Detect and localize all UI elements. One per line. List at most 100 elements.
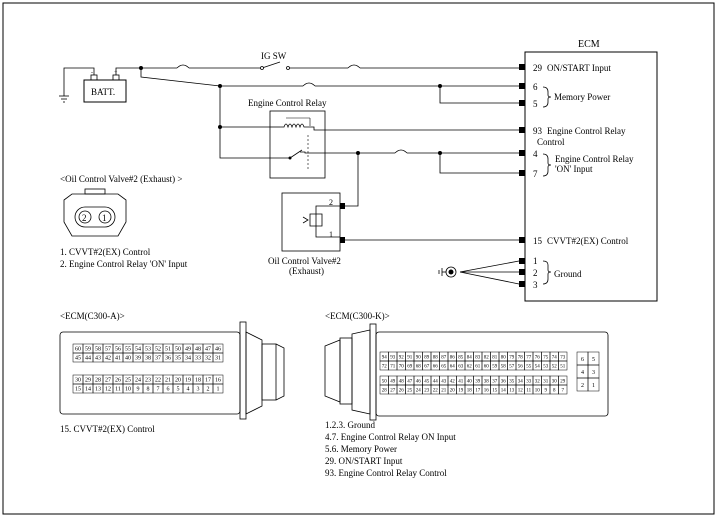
ecm-a-legend-1: 15. CVVT#2(EX) Control	[60, 424, 155, 434]
ecm-k-pin-64: 64	[450, 365, 456, 370]
ecm-k-pin-69: 69	[407, 365, 413, 370]
ecm-a-pin-32: 32	[205, 356, 211, 362]
ecm-a-pin-50: 50	[175, 347, 181, 353]
memory-power-brace	[542, 86, 552, 108]
ecm-pin-2-num: 2	[533, 268, 538, 278]
ecm-k-pin-63: 63	[458, 365, 464, 370]
ecm-k-pin-41: 41	[458, 380, 464, 385]
relay-on-input-label-1: Engine Control Relay	[555, 154, 634, 164]
ecm-k-pin-42: 42	[450, 380, 456, 385]
ecm-k-side-pin-3: 3	[592, 370, 595, 376]
ecm-k-pin-86: 86	[450, 356, 456, 361]
ecm-k-pin-32: 32	[535, 380, 541, 385]
ecm-k-pin-77: 77	[526, 356, 532, 361]
ecm-pin-1-num: 1	[533, 256, 538, 266]
ecm-k-pin-22: 22	[433, 389, 439, 394]
ecm-k-pin-87: 87	[441, 356, 447, 361]
ecm-k-pin-91: 91	[407, 356, 413, 361]
ecm-a-pin-57: 57	[105, 347, 111, 353]
ecm-a-pin-48: 48	[195, 347, 201, 353]
ecm-a-pin-18: 18	[195, 378, 201, 384]
ecm-k-pin-76: 76	[535, 356, 541, 361]
ecm-k-legend-2: 4.7. Engine Control Relay ON Input	[325, 432, 456, 442]
ecm-a-pin-42: 42	[105, 356, 111, 362]
ecm-k-legend-3: 5.6. Memory Power	[325, 444, 397, 454]
ecm-k-pin-71: 71	[390, 365, 396, 370]
ecm-k-pin-73: 73	[560, 356, 566, 361]
ecm-k-pin-56: 56	[518, 365, 524, 370]
ecm-a-pin-11: 11	[115, 387, 121, 393]
ecm-title: ECM	[578, 39, 600, 50]
ecm-pin-3-num: 3	[533, 280, 538, 290]
ecm-pin-29-num: 29	[533, 63, 543, 73]
ecm-pin-15-label: CVVT#2(EX) Control	[547, 236, 629, 246]
ecm-a-title: <ECM(C300-A)>	[60, 311, 125, 321]
ecm-k-title: <ECM(C300-K)>	[325, 311, 390, 321]
ecm-k-pin-21: 21	[441, 389, 447, 394]
ecm-k-connector	[375, 331, 609, 417]
ecm-a-pin-14: 14	[85, 387, 91, 393]
ecm-a-pin-23: 23	[145, 378, 151, 384]
ecm-a-pin-25: 25	[125, 378, 131, 384]
ecm-k-pin-72: 72	[382, 365, 388, 370]
relay-on-input-label-2: 'ON' Input	[555, 164, 593, 174]
ecm-k-pin-20: 20	[450, 389, 456, 394]
ecm-a-pin-4: 4	[187, 387, 190, 393]
ecm-k-pin-80: 80	[501, 356, 507, 361]
relay-coil	[280, 123, 325, 131]
ecm-pin-5-num: 5	[533, 99, 538, 109]
ground-label: Ground	[554, 269, 582, 279]
ocv-legend-1: 1. CVVT#2(EX) Control	[60, 247, 151, 257]
ecm-a-pin-33: 33	[195, 356, 201, 362]
ecm-k-pin-37: 37	[492, 380, 498, 385]
ecm-k-pin-38: 38	[484, 380, 490, 385]
ecm-k-pin-16: 16	[484, 389, 490, 394]
ecm-k-pin-54: 54	[535, 365, 541, 370]
ecm-k-pin-59: 59	[492, 365, 498, 370]
ecm-a-pin-15: 15	[75, 387, 81, 393]
ecm-k-pin-25: 25	[407, 389, 413, 394]
battery-label: BATT.	[91, 87, 115, 97]
ecm-a-pin-16: 16	[215, 378, 221, 384]
ecm-k-pin-66: 66	[433, 365, 439, 370]
ecm-k-pin-28: 28	[382, 389, 388, 394]
ecm-k-pin-55: 55	[526, 365, 532, 370]
ocv-pin-2: 2	[329, 198, 333, 207]
ocv-connector-title: <Oil Control Valve#2 (Exhaust) >	[60, 174, 182, 184]
ecm-k-pin-11: 11	[526, 389, 531, 394]
ecm-a-pin-47: 47	[205, 347, 211, 353]
ecm-k-side-pin-6: 6	[581, 357, 584, 363]
ecm-k-pin-cell	[558, 384, 568, 395]
ecm-k-pin-61: 61	[475, 365, 481, 370]
ig-sw-label: IG SW	[261, 51, 287, 61]
ocv-solenoid	[302, 205, 340, 238]
ecm-k-pin-60: 60	[484, 365, 490, 370]
ecm-a-pin-29: 29	[85, 378, 91, 384]
ecm-a-pin-59: 59	[85, 347, 91, 353]
ecm-pin-7-num: 7	[533, 169, 538, 179]
ecm-k-pin-90: 90	[416, 356, 422, 361]
ecm-k-pin-cell	[558, 360, 568, 371]
ecm-a-pin-36: 36	[165, 356, 171, 362]
ecm-k-pin-9: 9	[545, 389, 548, 394]
ecm-k-pin-14: 14	[501, 389, 507, 394]
ecm-k-pin-12: 12	[518, 389, 524, 394]
ecm-a-pin-28: 28	[95, 378, 101, 384]
ecm-a-pin-26: 26	[115, 378, 121, 384]
ecm-k-side-pin-5: 5	[592, 357, 595, 363]
ocv-box	[281, 192, 341, 252]
ecm-k-pin-83: 83	[475, 356, 481, 361]
ecm-a-pin-19: 19	[185, 378, 191, 384]
ecm-box	[524, 51, 658, 302]
ecm-pin-4-num: 4	[533, 149, 538, 159]
ecm-k-pin-46: 46	[416, 380, 422, 385]
ecm-a-pin-cell	[212, 383, 224, 394]
ecm-k-pin-94: 94	[382, 356, 388, 361]
ecm-k-pin-23: 23	[424, 389, 430, 394]
ecm-a-pin-38: 38	[145, 356, 151, 362]
ocv-legend-2: 2. Engine Control Relay 'ON' Input	[60, 259, 188, 269]
ecm-pin-29-label: ON/START Input	[547, 63, 611, 73]
